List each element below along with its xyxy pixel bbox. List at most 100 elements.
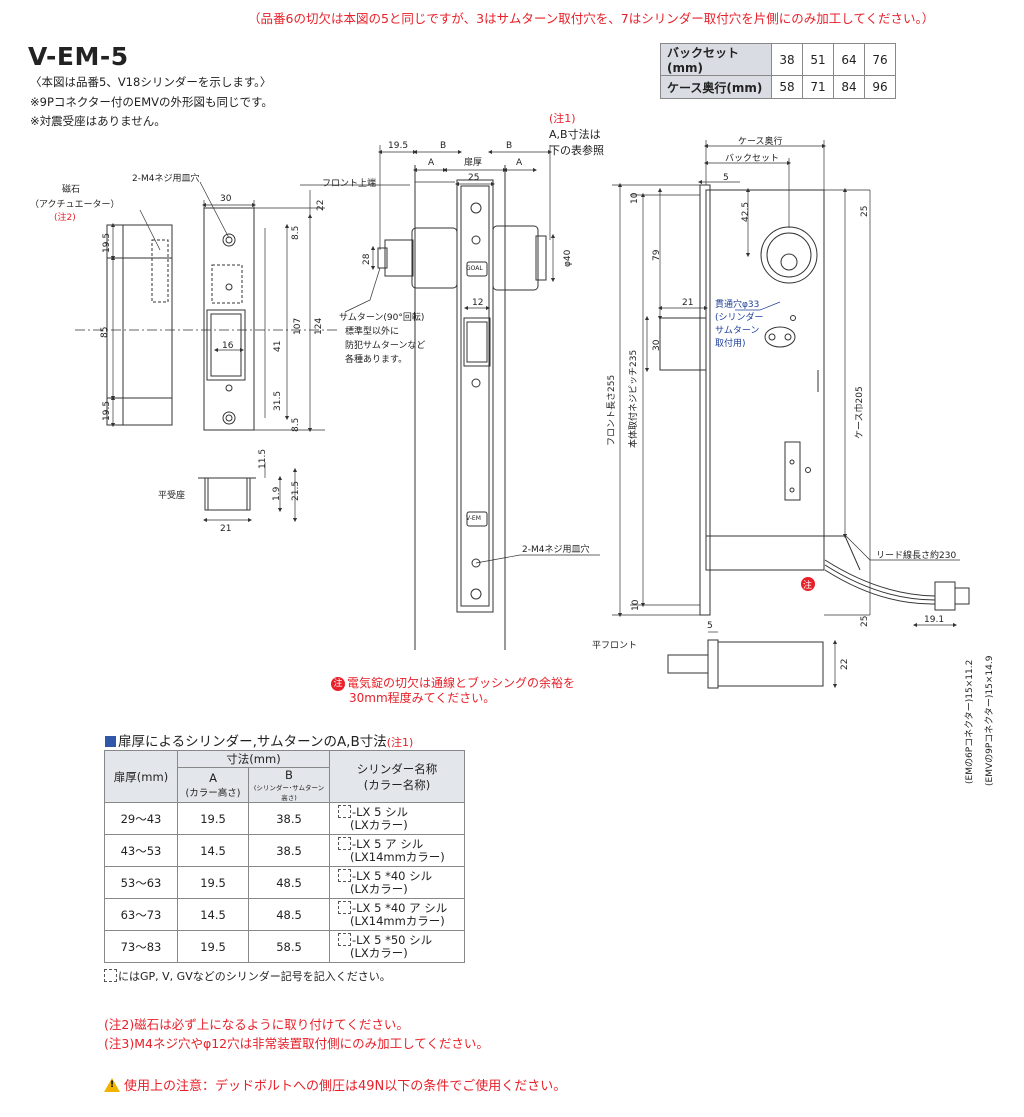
placeholder-box: [338, 805, 351, 818]
note-mark: 注: [803, 579, 812, 591]
ab-heading-text: 扉厚によるシリンダー,サムターンのA,B寸法: [118, 734, 387, 750]
header-b-text: B: [285, 768, 293, 782]
magnet-note: (注2): [54, 211, 76, 223]
thumb-note-2: 標準型以外に: [345, 325, 399, 337]
side-dim-79: 79: [652, 249, 662, 261]
front-logo-2: V-EM: [466, 515, 481, 522]
dim-19-5a: 19.5: [102, 233, 112, 253]
magnet-sub: （アクチュエーター）: [30, 199, 120, 210]
side-dim-5: 5: [723, 173, 729, 183]
backset-label: バックセット: [725, 153, 779, 164]
front-length-label: フロント長さ255: [606, 375, 617, 446]
table-row: 53〜63 19.5 48.5 -LX 5 *40 シル(LXカラー): [104, 866, 465, 899]
front-dim-12: 12: [472, 298, 483, 308]
placeholder-box: [338, 837, 351, 850]
cell-b: 48.5: [248, 866, 330, 899]
front-dim-25: 25: [468, 173, 479, 183]
side-dim-19-1: 19.1: [924, 615, 944, 625]
side-dim-10a: 10: [630, 192, 640, 204]
note1-b: A,B寸法は: [549, 127, 601, 141]
dim-30: 30: [220, 194, 232, 204]
front-dim-a2: A: [516, 158, 523, 168]
hole-note-3: サムターン: [715, 325, 759, 336]
header-b-sub: (シリンダー･サムターン高さ): [253, 784, 325, 802]
cell: 58: [771, 75, 803, 99]
ab-foot-text: にはGP, V, GVなどのシリンダー記号を記入ください。: [118, 970, 391, 983]
cell-b: 58.5: [248, 930, 330, 963]
hole-note-1: 貫通穴φ33: [715, 298, 759, 310]
dim-107: 107: [293, 318, 303, 335]
front-dim-19-5: 19.5: [388, 141, 408, 151]
cell-a: 19.5: [177, 866, 249, 899]
table-row: 63〜73 14.5 48.5 -LX 5 *40 ア シル(LX14mmカラー…: [104, 898, 465, 931]
cell-door: 63〜73: [104, 898, 178, 931]
cell: 64: [833, 43, 865, 76]
thumb-note-1: サムターン(90°回転): [339, 312, 424, 323]
dim-1-9: 1.9: [272, 486, 282, 501]
cell-name: -LX 5 シル(LXカラー): [329, 802, 465, 835]
ab-table-footnote: にはGP, V, GVなどのシリンダー記号を記入ください。: [104, 968, 391, 984]
lock-front-view: [377, 165, 547, 650]
cell-name: -LX 5 *40 シル(LXカラー): [329, 866, 465, 899]
cell-door: 43〜53: [104, 834, 178, 867]
cell-name: -LX 5 *40 ア シル(LX14mmカラー): [329, 898, 465, 931]
door-thickness-label: 扉厚: [464, 156, 482, 168]
subnote-1: 〈本図は品番5、V18シリンダーを示します。〉: [30, 75, 272, 89]
cell-a: 19.5: [177, 802, 249, 835]
cell-name: -LX 5 *50 シル(LXカラー): [329, 930, 465, 963]
note-3: (注3)M4ネジ穴やφ12穴は非常装置取付側にのみ加工してください。: [104, 1036, 489, 1051]
header-b: B (シリンダー･サムターン高さ): [248, 767, 330, 803]
case-depth-label: ケース奥行(mm): [660, 75, 772, 99]
dim-19-5b: 19.5: [102, 401, 112, 421]
ab-table-heading: 扉厚によるシリンダー,サムターンのA,B寸法(注1): [105, 730, 413, 750]
note-mark: 注: [331, 677, 345, 691]
electric-lock-note: 注電気錠の切欠は通線とブッシングの余裕を 30mm程度みてください。: [331, 676, 575, 706]
header-name-sub: (カラー名称): [363, 777, 431, 792]
table-row: ケース奥行(mm) 58 71 84 96: [660, 75, 896, 99]
front-dim-b2: B: [506, 141, 512, 151]
table-row: 73〜83 19.5 58.5 -LX 5 *50 シル(LXカラー): [104, 930, 465, 963]
cell-door: 53〜63: [104, 866, 178, 899]
dim-21-5: 21.5: [291, 481, 301, 501]
model-title: V-EM-5: [28, 42, 129, 71]
hole-note-4: 取付用): [715, 338, 746, 349]
case-depth-label: ケース奥行: [738, 135, 783, 147]
placeholder-box: [338, 901, 351, 914]
cell: 96: [864, 75, 896, 99]
placeholder-box: [338, 933, 351, 946]
flat-front: [667, 631, 838, 689]
header-a-sub: (カラー高さ): [185, 788, 241, 799]
strike-side-view: [106, 224, 173, 426]
table-row: 43〜53 14.5 38.5 -LX 5 ア シル(LX14mmカラー): [104, 834, 465, 867]
header-a: A (カラー高さ): [177, 767, 249, 803]
dim-11-5: 11.5: [258, 449, 268, 469]
dim-85: 85: [100, 327, 110, 338]
front-dim-a1: A: [428, 158, 435, 168]
front-dim-b1: B: [440, 141, 446, 151]
caution-text: 使用上の注意：デッドボルトへの側圧は49N以下の条件でご使用ください。: [124, 1079, 567, 1094]
warning-icon: [104, 1078, 120, 1092]
subnote-2: ※9Pコネクター付のEMVの外形図も同じです。: [30, 95, 273, 109]
header-name: シリンダー名称 (カラー名称): [329, 750, 465, 803]
note1-a: (注1): [549, 111, 576, 125]
em-note-line2: 30mm程度みてください。: [349, 691, 496, 705]
front-top-label: フロント上端: [322, 177, 376, 189]
ab-dimension-table: 扉厚(mm) 寸法(mm) シリンダー名称 (カラー名称) A (カラー高さ) …: [104, 750, 465, 963]
dim-41: 41: [273, 341, 283, 352]
cell-b: 38.5: [248, 802, 330, 835]
cell: 51: [802, 43, 834, 76]
dim-22: 22: [316, 200, 326, 211]
cell-a: 19.5: [177, 930, 249, 963]
side-dim-5b: 5: [707, 621, 713, 631]
cell: 84: [833, 75, 865, 99]
dim-31-5: 31.5: [273, 391, 283, 411]
front-dim-28: 28: [362, 253, 372, 265]
top-note: （品番6の切欠は本図の5と同じですが、3はサムターン取付穴を、7はシリンダー取付…: [248, 11, 935, 26]
strike-plate: [203, 207, 255, 431]
flat-strike-label: 平受座: [158, 489, 185, 501]
dim-21: 21: [220, 524, 231, 534]
square-icon: [105, 736, 116, 747]
side-dim-21: 21: [682, 298, 693, 308]
side-dim-25a: 25: [860, 206, 870, 217]
placeholder-box: [104, 969, 117, 982]
